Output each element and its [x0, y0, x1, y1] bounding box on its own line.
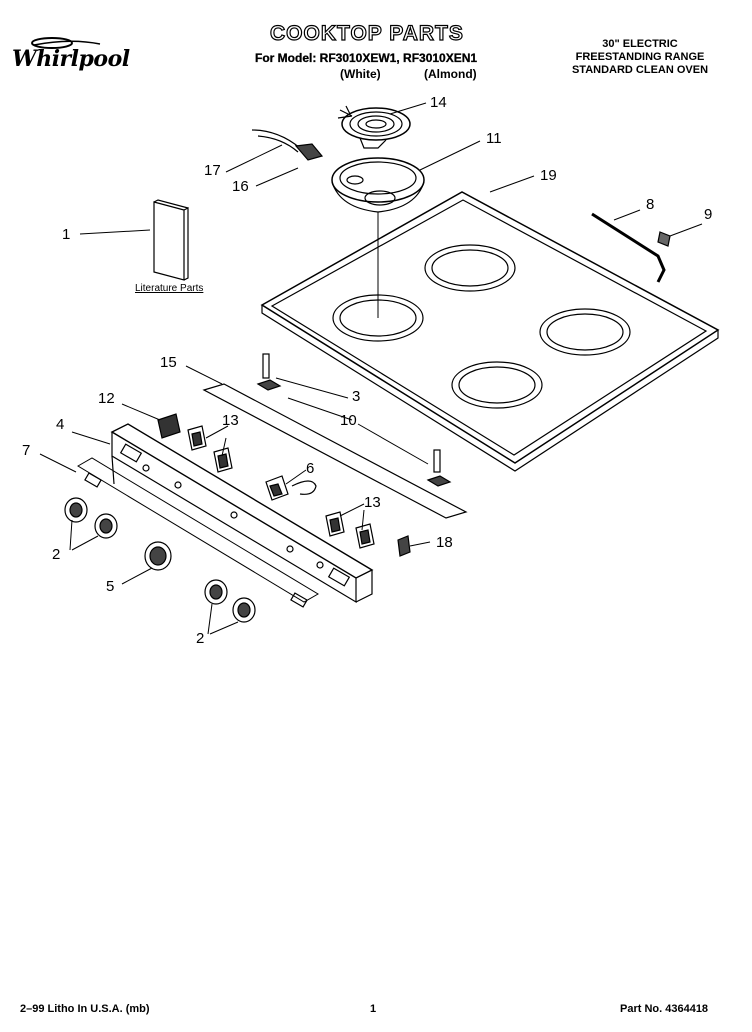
drip-bowl-11	[331, 157, 425, 318]
switches-12-13-6	[157, 413, 411, 557]
heat-shield-15	[202, 353, 468, 519]
footer-part-number: Part No. 4364418	[620, 1003, 709, 1015]
spec-line-oven: STANDARD CLEAN OVEN	[571, 64, 709, 76]
footer-page-number: 1	[370, 1003, 377, 1015]
callout-10: 10	[340, 412, 357, 429]
knobs-2-5	[64, 497, 256, 623]
callout-17: 17	[204, 162, 221, 179]
callout-9: 9	[704, 206, 713, 223]
rod-8-and-clip-9	[591, 212, 671, 283]
cooktop-19	[260, 191, 720, 472]
callout-5: 5	[106, 578, 115, 595]
model-numbers: For Model: RF3010XEW1, RF3010XEN1	[255, 51, 478, 65]
callout-12: 12	[98, 390, 115, 407]
callout-7: 7	[22, 442, 31, 459]
literature-parts-1	[153, 199, 189, 281]
callout-13-lower: 13	[364, 494, 381, 511]
callout-3: 3	[352, 388, 361, 405]
callout-leader-lines	[39, 102, 703, 635]
callout-14: 14	[430, 94, 447, 111]
callout-18: 18	[436, 534, 453, 551]
callout-11: 11	[486, 130, 502, 147]
callout-2-right: 2	[196, 630, 205, 647]
literature-parts-label: Literature Parts	[135, 283, 204, 294]
brand-logo: Whirlpool	[12, 46, 130, 72]
receptacle-and-wires-16-17	[251, 129, 324, 161]
footer-litho: 2–99 Litho In U.S.A. (mb)	[20, 1003, 150, 1015]
control-panel-4	[77, 423, 374, 608]
page-title: COOKTOP PARTS	[269, 21, 464, 45]
callout-4: 4	[56, 416, 65, 433]
surface-element-14	[337, 105, 411, 149]
callout-16: 16	[232, 178, 249, 195]
spec-line-type: FREESTANDING RANGE	[575, 51, 705, 63]
callout-15: 15	[160, 354, 177, 371]
model-color-almond: (Almond)	[424, 67, 477, 81]
callout-19: 19	[540, 167, 557, 184]
callout-1: 1	[62, 226, 71, 243]
model-color-white: (White)	[340, 67, 381, 81]
callout-2-left: 2	[52, 546, 61, 563]
callout-8: 8	[646, 196, 655, 213]
callout-6: 6	[306, 460, 315, 477]
whirlpool-logo-swoosh-icon	[31, 37, 101, 49]
spec-line-size: 30" ELECTRIC	[602, 38, 678, 50]
callout-13-upper: 13	[222, 412, 239, 429]
